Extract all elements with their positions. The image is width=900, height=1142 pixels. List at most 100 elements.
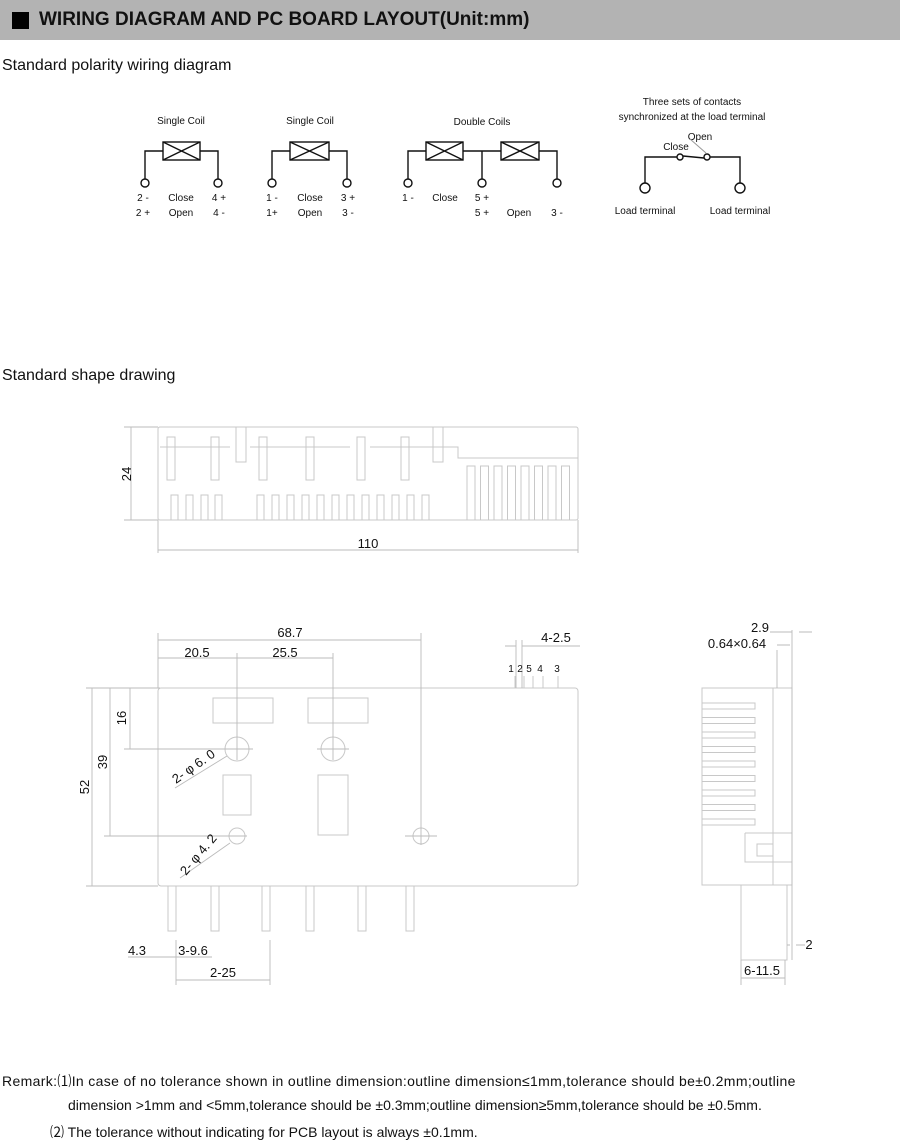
svg-text:3: 3 bbox=[554, 664, 560, 675]
top-fin bbox=[185, 494, 194, 521]
svg-text:Open: Open bbox=[507, 208, 531, 219]
contact-icon bbox=[676, 153, 684, 161]
top-fin bbox=[286, 494, 295, 521]
svg-text:Close: Close bbox=[663, 142, 689, 153]
pin bbox=[167, 885, 177, 932]
top-view-drawing: 24 110 bbox=[119, 426, 579, 553]
svg-text:Open: Open bbox=[169, 208, 193, 219]
svg-text:1 -: 1 - bbox=[266, 193, 278, 204]
top-post bbox=[305, 436, 315, 481]
svg-text:5: 5 bbox=[526, 664, 532, 675]
wiring-single-coil-a: Single Coil 2 - Close 4 + 2 + Open 4 - bbox=[136, 116, 226, 219]
side-fin bbox=[701, 775, 756, 782]
svg-text:1+: 1+ bbox=[266, 208, 278, 219]
top-fin bbox=[170, 494, 179, 521]
svg-text:110: 110 bbox=[358, 536, 379, 551]
svg-text:Single Coil: Single Coil bbox=[286, 116, 334, 127]
front-view-drawing: 68.7 20.5 25.5 4-2.5 1 2 5 4 3 16 39 52 … bbox=[77, 625, 580, 985]
svg-text:Close: Close bbox=[432, 193, 458, 204]
top-fin bbox=[361, 494, 370, 521]
svg-text:24: 24 bbox=[119, 467, 134, 481]
svg-text:4: 4 bbox=[537, 664, 543, 675]
svg-text:3 -: 3 - bbox=[551, 208, 563, 219]
top-fin bbox=[200, 494, 209, 521]
svg-text:Open: Open bbox=[688, 132, 712, 143]
top-post bbox=[400, 436, 410, 481]
svg-text:2.9: 2.9 bbox=[751, 620, 769, 635]
top-fin bbox=[466, 465, 476, 521]
top-fin bbox=[534, 465, 543, 521]
svg-text:0.64×0.64: 0.64×0.64 bbox=[708, 636, 766, 651]
diagram-title: Single Coil bbox=[157, 116, 205, 127]
top-fin bbox=[331, 494, 340, 521]
top-fin bbox=[493, 465, 503, 521]
section-title: WIRING DIAGRAM AND PC BOARD LAYOUT(Unit:… bbox=[39, 9, 530, 30]
top-fin bbox=[421, 494, 430, 521]
pin bbox=[210, 885, 220, 932]
svg-text:Load terminal: Load terminal bbox=[615, 206, 676, 217]
svg-text:52: 52 bbox=[77, 780, 92, 794]
top-fin bbox=[316, 494, 325, 521]
pin bbox=[405, 885, 415, 932]
top-fin bbox=[480, 465, 489, 521]
svg-text:Close: Close bbox=[297, 193, 323, 204]
top-fin bbox=[547, 465, 557, 521]
top-post bbox=[166, 436, 176, 481]
wiring-contacts: Three sets of contacts synchronized at t… bbox=[615, 97, 771, 217]
svg-text:Three sets of contacts: Three sets of contacts bbox=[643, 97, 741, 108]
top-fin bbox=[507, 465, 516, 521]
svg-text:6-11.5: 6-11.5 bbox=[744, 963, 780, 978]
svg-text:Load terminal: Load terminal bbox=[710, 206, 771, 217]
svg-text:5 +: 5 + bbox=[475, 208, 489, 219]
svg-text:2: 2 bbox=[805, 937, 812, 952]
side-fin bbox=[701, 818, 756, 826]
side-view-drawing: 2.9 0.64×0.64 2 6-11.5 bbox=[701, 620, 813, 985]
svg-text:20.5: 20.5 bbox=[184, 645, 209, 660]
side-fin bbox=[701, 717, 756, 724]
svg-text:4-2.5: 4-2.5 bbox=[541, 630, 571, 645]
black-square-icon bbox=[12, 11, 29, 29]
top-latch bbox=[235, 426, 247, 463]
svg-text:4 +: 4 + bbox=[212, 193, 226, 204]
side-fin bbox=[701, 804, 756, 811]
side-fin bbox=[701, 746, 756, 753]
svg-text:1: 1 bbox=[508, 664, 514, 675]
svg-text:2 -: 2 - bbox=[137, 193, 149, 204]
contact-icon bbox=[703, 153, 711, 161]
shape-section-title: Standard shape drawing bbox=[2, 367, 176, 384]
top-fin bbox=[271, 494, 280, 521]
svg-text:3 -: 3 - bbox=[342, 208, 354, 219]
side-fin bbox=[701, 760, 756, 768]
top-fin bbox=[520, 465, 530, 521]
svg-text:3-9.6: 3-9.6 bbox=[178, 943, 208, 958]
pin bbox=[261, 885, 271, 932]
top-fin bbox=[376, 494, 385, 521]
section-header: WIRING DIAGRAM AND PC BOARD LAYOUT(Unit:… bbox=[0, 0, 900, 40]
top-fin bbox=[214, 494, 223, 521]
top-post bbox=[356, 436, 366, 481]
top-fin bbox=[406, 494, 415, 521]
svg-text:2 +: 2 + bbox=[136, 208, 150, 219]
svg-text:Double Coils: Double Coils bbox=[454, 117, 511, 128]
remark-line-2: dimension >1mm and <5mm,tolerance should… bbox=[68, 1097, 762, 1113]
top-fin bbox=[346, 494, 355, 521]
top-latch bbox=[432, 426, 444, 463]
svg-text:2: 2 bbox=[517, 664, 523, 675]
svg-text:3 +: 3 + bbox=[341, 193, 355, 204]
svg-text:4 -: 4 - bbox=[213, 208, 225, 219]
top-fin bbox=[391, 494, 400, 521]
top-fin bbox=[301, 494, 310, 521]
remark-line-3: ⑵ The tolerance without indicating for P… bbox=[50, 1124, 478, 1140]
remark-line-1: Remark:⑴In case of no tolerance shown in… bbox=[2, 1073, 796, 1089]
top-fin bbox=[256, 494, 265, 521]
side-fin bbox=[701, 731, 756, 739]
top-post bbox=[258, 436, 268, 481]
svg-text:Close: Close bbox=[168, 193, 194, 204]
svg-text:4.3: 4.3 bbox=[128, 943, 146, 958]
wiring-single-coil-b: Single Coil 1 - Close 3 + 1+ Open 3 - bbox=[266, 116, 355, 219]
side-fin bbox=[701, 702, 756, 710]
svg-text:5 +: 5 + bbox=[475, 193, 489, 204]
top-fin bbox=[561, 465, 570, 521]
side-fin bbox=[701, 789, 756, 797]
